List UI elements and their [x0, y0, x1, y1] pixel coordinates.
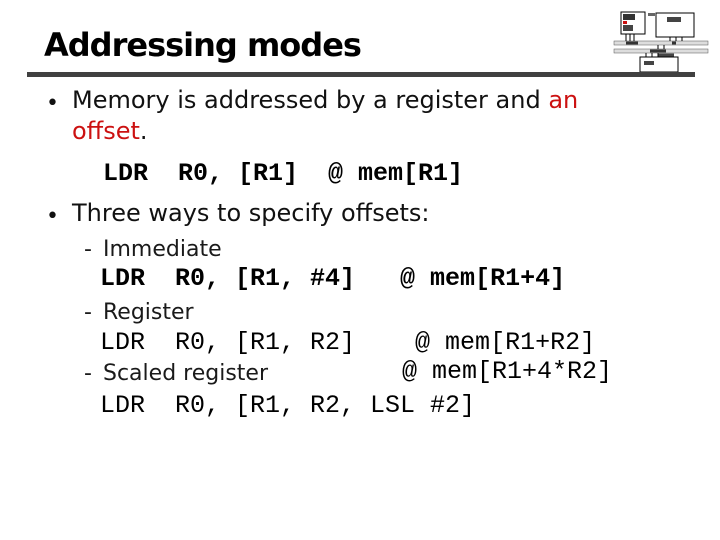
dash-marker: - — [84, 361, 92, 386]
processor-bus-memory-diagram-icon — [612, 8, 712, 74]
sub-item-register: Register — [103, 300, 194, 325]
bullet-marker: • — [46, 204, 59, 229]
code-ldr-immediate: LDR R0, [R1, #4] @ mem[R1+4] — [100, 264, 566, 293]
bullet-marker: • — [46, 91, 59, 116]
bullet-line-2: offset. — [72, 116, 632, 147]
bullet-text-red: an — [548, 86, 579, 114]
page-title: Addressing modes — [44, 26, 362, 64]
sub-item-immediate: Immediate — [103, 237, 222, 262]
bullet-memory-addressing: Memory is addressed by a register and an… — [72, 85, 632, 147]
bullet-text: . — [139, 117, 148, 145]
code-ldr-scaled: LDR R0, [R1, R2, LSL #2] — [100, 391, 476, 420]
bullet-line-1: Memory is addressed by a register and an — [72, 85, 632, 116]
code-ldr-base: LDR R0, [R1] @ mem[R1] — [103, 159, 464, 188]
bullet-three-ways: Three ways to specify offsets: — [72, 199, 430, 227]
dash-marker: - — [84, 237, 92, 262]
bullet-text-red: offset — [72, 117, 140, 145]
sub-item-scaled-register: Scaled register — [103, 361, 268, 386]
dash-marker: - — [84, 300, 92, 325]
code-comment-scaled: @ mem[R1+4*R2] — [402, 357, 613, 386]
bullet-text: Memory is addressed by a register and — [72, 86, 549, 114]
title-divider — [27, 72, 695, 77]
code-ldr-register: LDR R0, [R1, R2] @ mem[R1+R2] — [100, 328, 596, 357]
